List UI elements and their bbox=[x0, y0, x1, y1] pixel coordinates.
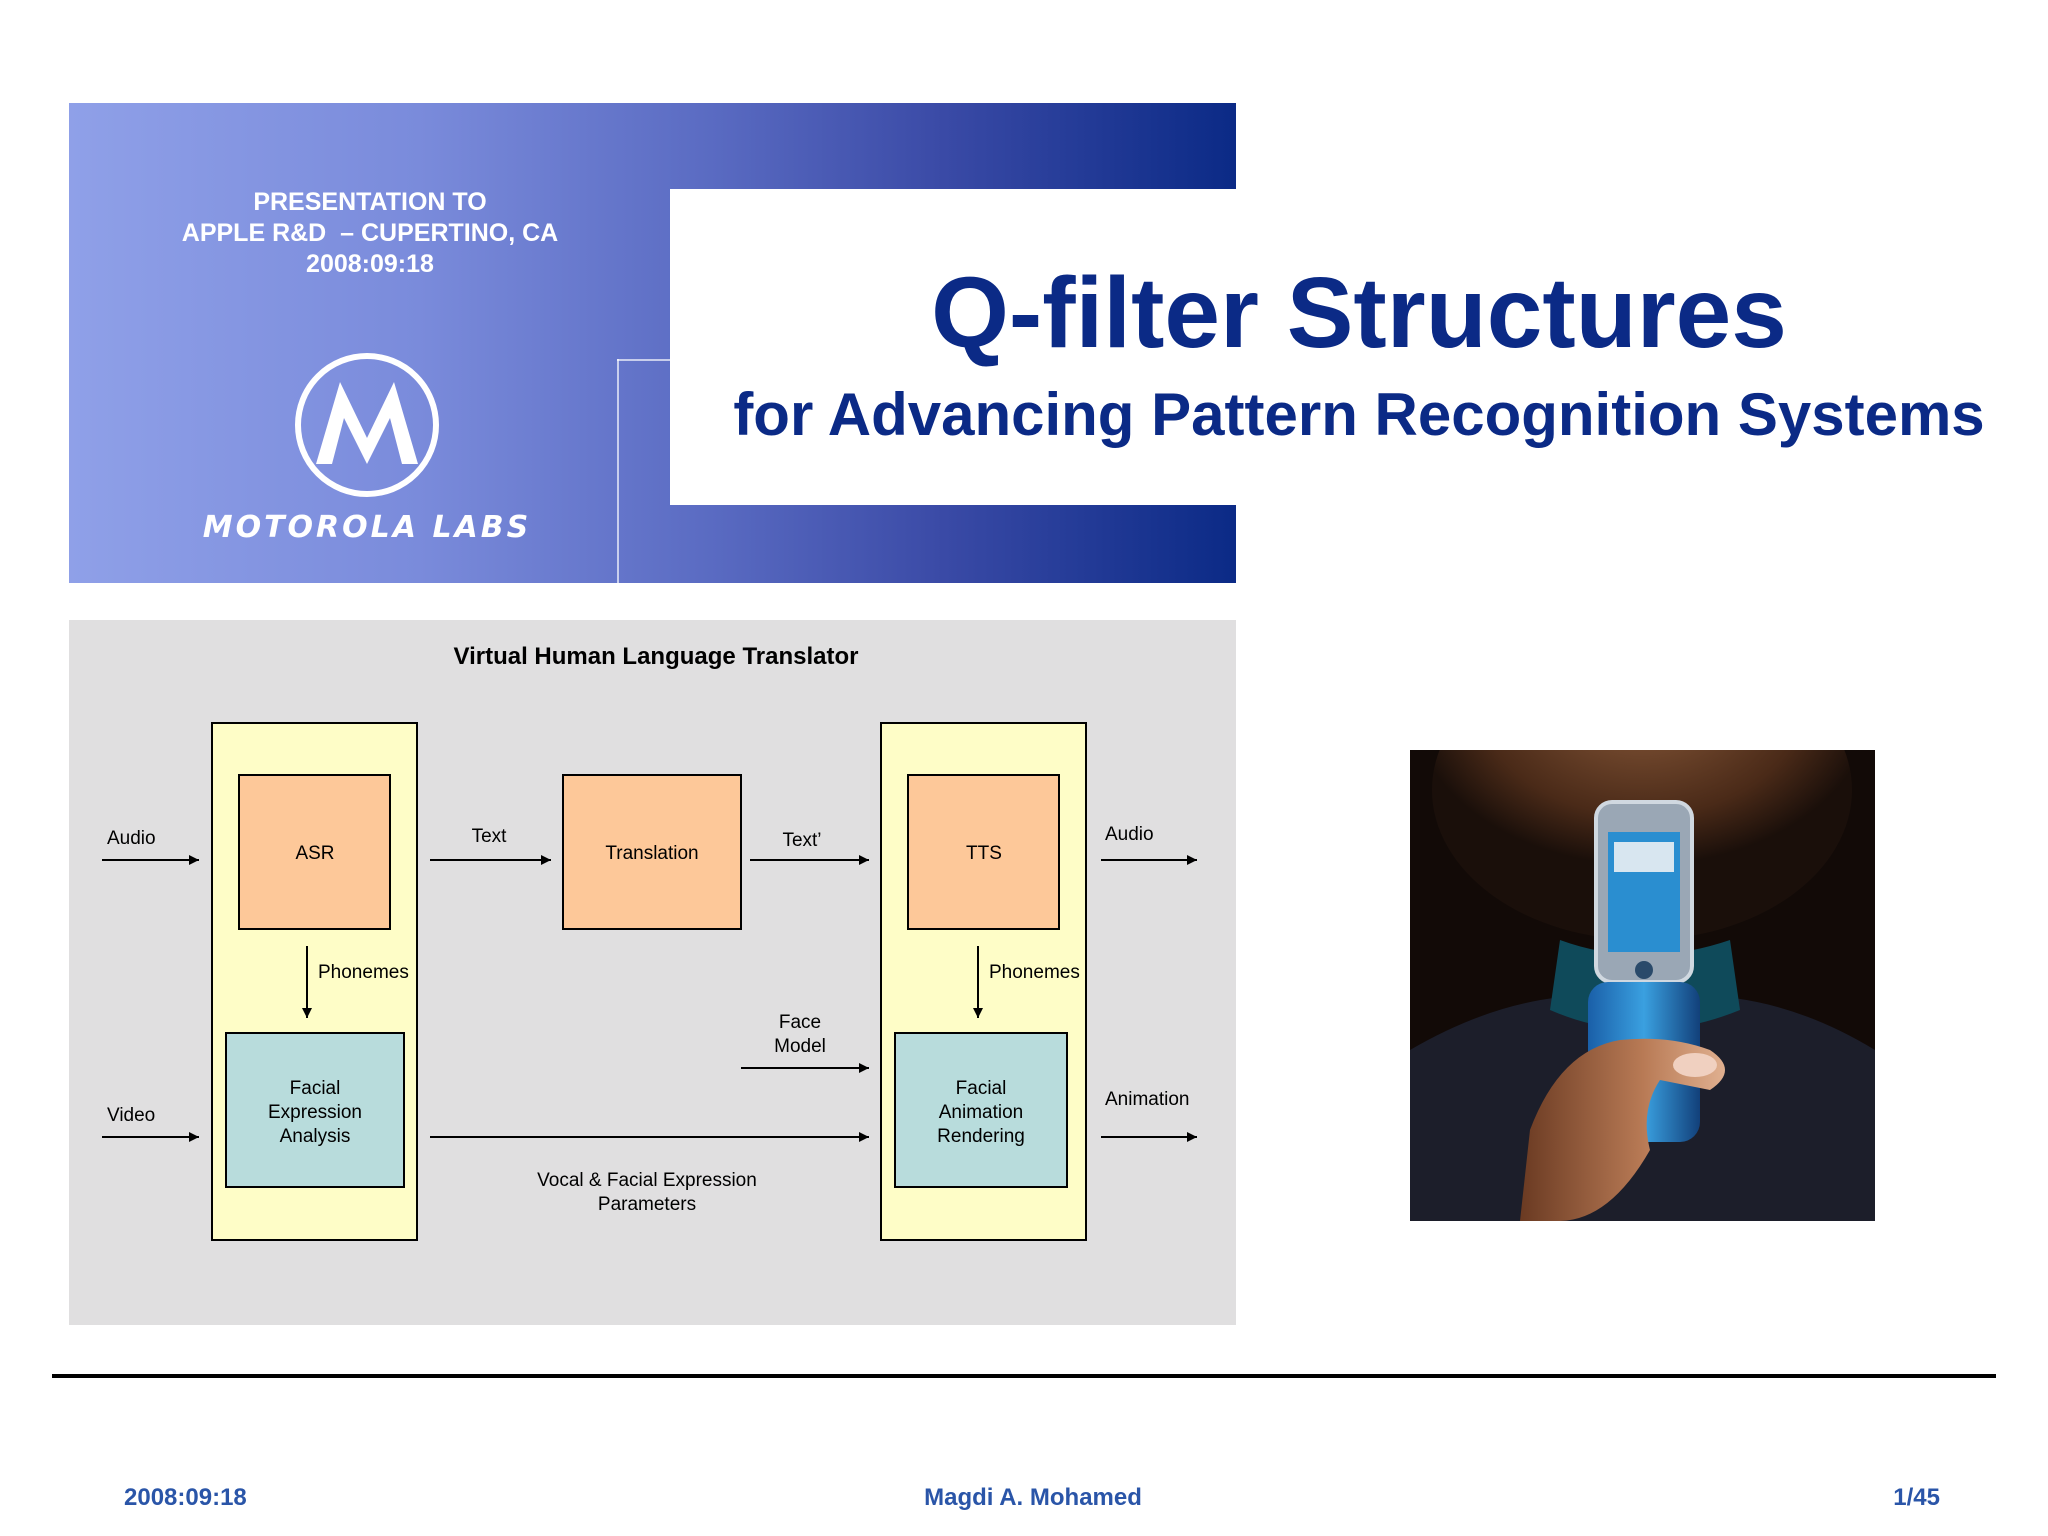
phonemes-left-label: Phonemes bbox=[318, 962, 409, 983]
footer-date: 2008:09:18 bbox=[124, 1484, 247, 1511]
translation-box bbox=[562, 774, 742, 930]
tts-label: TTS bbox=[966, 843, 1002, 864]
footer-author: Magdi A. Mohamed bbox=[924, 1484, 1142, 1511]
text-prime-label: Text’ bbox=[782, 830, 821, 851]
tts-box bbox=[907, 774, 1060, 930]
slide-subtitle: for Advancing Pattern Recognition System… bbox=[733, 381, 1985, 448]
diagram-title: Virtual Human Language Translator bbox=[454, 643, 859, 670]
asr-label: ASR bbox=[295, 843, 334, 864]
parameters-label: Parameters bbox=[598, 1194, 696, 1215]
facial-expression-box bbox=[225, 1032, 405, 1188]
text-label: Text bbox=[472, 826, 508, 847]
presentation-info: PRESENTATION TO APPLE R&D – CUPERTINO, C… bbox=[110, 187, 630, 280]
translation-label: Translation bbox=[605, 843, 698, 864]
video-in-label: Video bbox=[107, 1105, 155, 1126]
audio-out-label: Audio bbox=[1105, 824, 1154, 845]
facial-animation-label: Rendering bbox=[937, 1126, 1025, 1147]
footer-page-number: 1/45 bbox=[1893, 1484, 1940, 1511]
phonemes-right-label: Phonemes bbox=[989, 962, 1080, 983]
banner-divider bbox=[617, 359, 619, 583]
animation-label: Animation bbox=[1105, 1089, 1190, 1110]
logo-wordmark: MOTOROLA LABS bbox=[202, 510, 532, 545]
facial-expression-label: Expression bbox=[268, 1102, 362, 1123]
facial-animation-label: Facial bbox=[956, 1078, 1007, 1099]
banner-divider-horizontal bbox=[617, 359, 670, 361]
face-model-label: Face bbox=[779, 1012, 821, 1033]
title-box bbox=[670, 189, 2048, 505]
facial-expression-label: Analysis bbox=[280, 1126, 351, 1147]
audio-in-label: Audio bbox=[107, 828, 156, 849]
facial-animation-label: Animation bbox=[939, 1102, 1024, 1123]
translator-diagram: Virtual Human Language Translator Audio … bbox=[69, 620, 1236, 1325]
diagram-canvas: Virtual Human Language Translator Audio … bbox=[102, 643, 1197, 1241]
presentation-line: APPLE R&D – CUPERTINO, CA bbox=[181, 219, 559, 247]
footer-divider bbox=[52, 1374, 1996, 1378]
presentation-line: 2008:09:18 bbox=[306, 250, 434, 278]
parameters-label: Vocal & Facial Expression bbox=[537, 1170, 757, 1191]
phone-photo-illustration bbox=[1410, 750, 1875, 1221]
phone-user-photo bbox=[1410, 750, 1875, 1221]
facial-animation-box bbox=[894, 1032, 1068, 1188]
facial-expression-label: Facial bbox=[290, 1078, 341, 1099]
slide-title: Q-filter Structures bbox=[931, 257, 1787, 369]
presentation-line: PRESENTATION TO bbox=[253, 188, 487, 216]
asr-box bbox=[238, 774, 391, 930]
face-model-label: Model bbox=[774, 1036, 826, 1057]
motorola-logo-icon bbox=[295, 353, 439, 497]
